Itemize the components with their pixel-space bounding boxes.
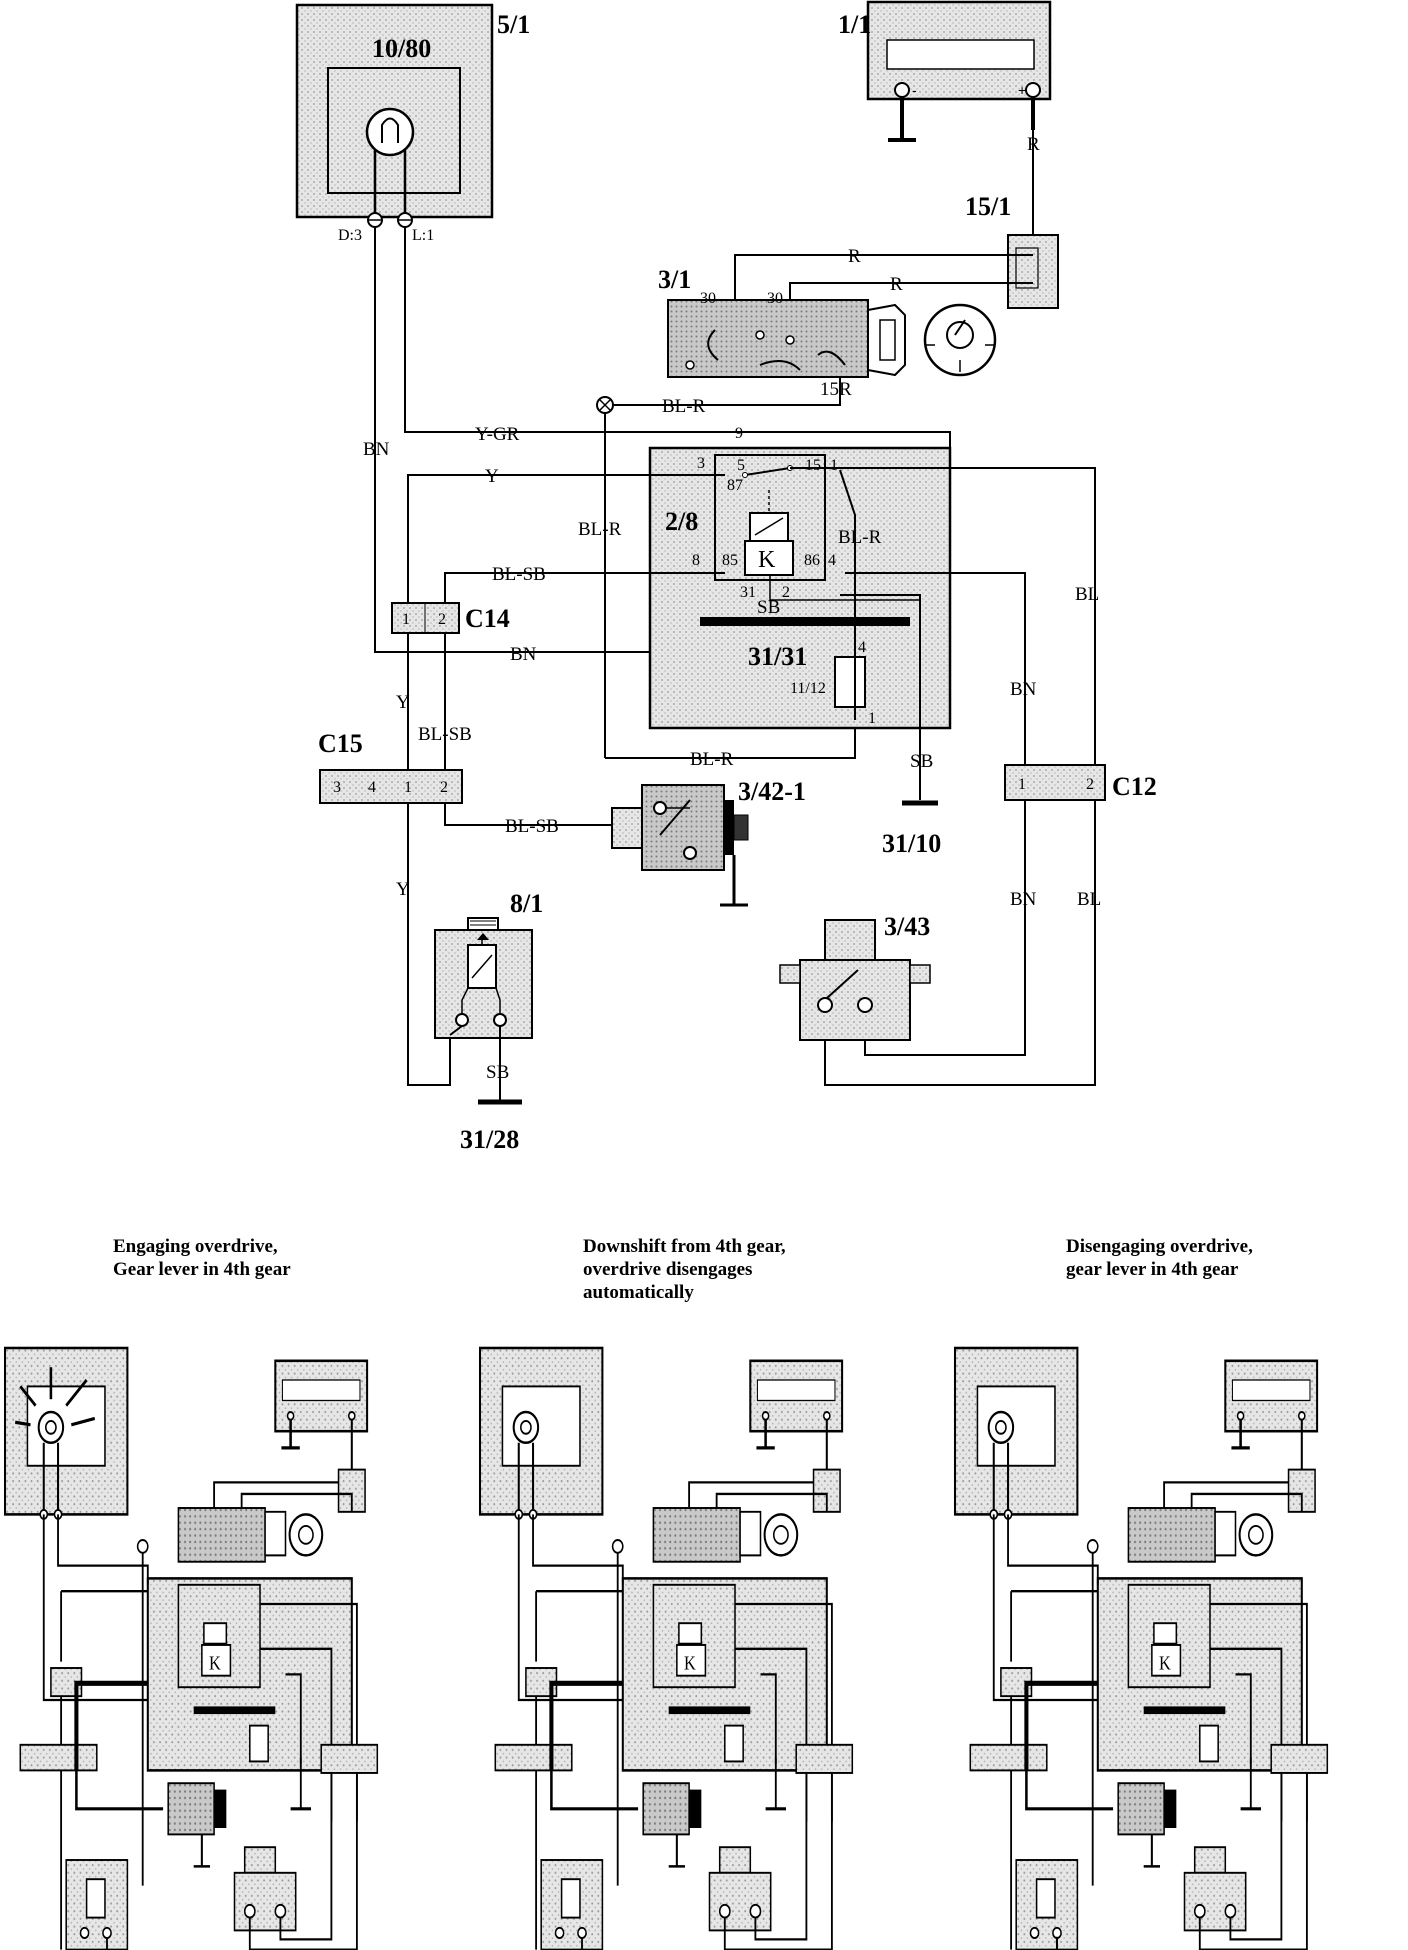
pin-c15-3: 3 [333, 779, 341, 796]
pin-85: 85 [722, 552, 738, 569]
pin-8: 8 [692, 552, 700, 569]
svg-text:+: + [1018, 82, 1026, 98]
wire-blr-mid: BL-R [578, 519, 622, 540]
pin-31: 31 [740, 584, 756, 601]
fuse-label: 15/1 [965, 192, 1011, 221]
relay-ground-label: 31/31 [748, 642, 807, 671]
battery-label: 1/1 [838, 10, 871, 39]
caption-b-line2: overdrive disengages [583, 1259, 752, 1280]
pin-4b: 4 [858, 639, 866, 656]
wire-15r: 15R [820, 379, 852, 400]
lamp-ref-label: 5/1 [497, 10, 530, 39]
solenoid-label: 8/1 [510, 889, 543, 918]
c14-label: C14 [465, 604, 510, 633]
c12-label: C12 [1112, 772, 1157, 801]
switch-3-43 [779, 919, 931, 1041]
pin-d3: D:3 [338, 227, 362, 244]
pin-c14-1: 1 [402, 611, 410, 628]
ground-31-10-label: 31/10 [882, 829, 941, 858]
pin-1b: 1 [868, 710, 876, 727]
lamp-10-80 [295, 3, 494, 228]
wire-y-c14: Y [396, 692, 410, 713]
connector-c15 [319, 769, 463, 804]
wire-r-1: R [1027, 134, 1040, 155]
pin-c15-1: 1 [404, 779, 412, 796]
wire-y-top: Y [485, 466, 499, 487]
wire-r-2: R [848, 246, 861, 267]
battery: - + [866, 0, 1052, 142]
ground-31-28-label: 31/28 [460, 1125, 519, 1154]
pin-15: 15 [805, 457, 821, 474]
wire-ygr: Y-GR [475, 424, 520, 445]
ignition-switch [667, 299, 997, 378]
pin-11-12: 11/12 [790, 680, 826, 697]
caption-b-line1: Downshift from 4th gear, [583, 1236, 786, 1257]
pin-3: 3 [697, 455, 705, 472]
wire-bn-c12: BN [1010, 679, 1037, 700]
wire-blr-bottom: BL-R [690, 749, 734, 770]
ignition-label: 3/1 [658, 265, 691, 294]
connector-c14 [391, 602, 460, 634]
caption-a-line2: Gear lever in 4th gear [113, 1259, 291, 1280]
solenoid-8-1 [434, 917, 533, 1105]
wire-blr-top: BL-R [662, 396, 706, 417]
pin-86: 86 [804, 552, 820, 569]
wire-bn-left: BN [363, 439, 390, 460]
pin-30b: 30 [767, 290, 783, 307]
wire-sb-solenoid: SB [486, 1062, 509, 1083]
mini-diagram-downshift [478, 1346, 854, 1950]
mini-diagram-engaging [3, 1346, 379, 1950]
caption-a-line1: Engaging overdrive, [113, 1236, 278, 1257]
pin-c15-4: 4 [368, 779, 376, 796]
pin-30a: 30 [700, 290, 716, 307]
wire-bn-343: BN [1010, 889, 1037, 910]
caption-b-line3: automatically [583, 1282, 694, 1303]
pin-87: 87 [727, 477, 743, 494]
wire-blsb-c14: BL-SB [418, 724, 472, 745]
wire-y-c15: Y [396, 879, 410, 900]
pin-9: 9 [735, 425, 743, 442]
pin-l1: L:1 [412, 227, 434, 244]
wire-blsb-c15: BL-SB [505, 816, 559, 837]
pin-5: 5 [737, 457, 745, 474]
pin-c12-2: 2 [1086, 776, 1094, 793]
relay-coil-k: K [758, 547, 776, 573]
switch-3-42-1 [611, 784, 749, 907]
wire-sb-3110: SB [910, 751, 933, 772]
svg-text:-: - [912, 82, 917, 98]
pin-c12-1: 1 [1018, 776, 1026, 793]
pin-c14-2: 2 [438, 611, 446, 628]
wire-bn-mid: BN [510, 644, 537, 665]
lamp-label: 10/80 [372, 34, 431, 63]
caption-c-line2: gear lever in 4th gear [1066, 1259, 1239, 1280]
caption-c-line1: Disengaging overdrive, [1066, 1236, 1253, 1257]
wire-blsb-top: BL-SB [492, 564, 546, 585]
relay-box [648, 446, 952, 730]
wire-r-3: R [890, 274, 903, 295]
wire-blr-relay: BL-R [838, 527, 882, 548]
pin-1a: 1 [830, 457, 838, 474]
wire-bl-right: BL [1075, 584, 1099, 605]
wire-bl-343: BL [1077, 889, 1101, 910]
switch-label: 3/42-1 [738, 777, 806, 806]
mini-diagram-disengaging [953, 1346, 1329, 1950]
switch-343-label: 3/43 [884, 912, 930, 941]
wire-sb-relay: SB [757, 597, 780, 618]
connector-c12 [1004, 764, 1106, 801]
pin-c15-2: 2 [440, 779, 448, 796]
relay-label: 2/8 [665, 507, 698, 536]
c15-label: C15 [318, 729, 363, 758]
pin-4a: 4 [828, 552, 836, 569]
pin-2: 2 [782, 584, 790, 601]
